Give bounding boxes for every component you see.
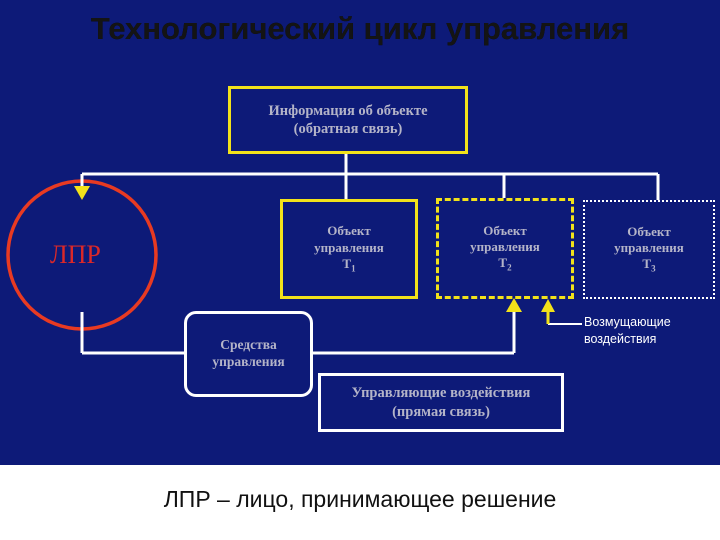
- object2-sub: 2: [507, 262, 512, 273]
- object2-line1: Объект: [483, 222, 527, 238]
- slide-background: Технологический цикл управления Информац…: [0, 0, 720, 465]
- tools-box: Средства управления: [184, 311, 313, 397]
- object1-label: T: [342, 255, 352, 271]
- disturbance-line2: воздействия: [584, 332, 657, 346]
- disturbance-line1: Возмущающие: [584, 315, 671, 329]
- object1-line2: управления: [314, 239, 384, 255]
- object2-label: T: [498, 255, 508, 271]
- footer-caption: ЛПР – лицо, принимающее решение: [163, 486, 557, 512]
- info-box-line1: Информация об объекте: [268, 102, 428, 119]
- disturbance-label: Возмущающие воздействия: [584, 314, 671, 348]
- disturbance-arrow-head: [541, 299, 555, 312]
- object-box-t1: Объект управления T1: [280, 199, 418, 299]
- control-box: Управляющие воздействия (прямая связь): [318, 373, 564, 432]
- object3-line1: Объект: [627, 223, 671, 239]
- control-arrow-head: [506, 298, 522, 312]
- info-box-line2: (обратная связь): [293, 121, 403, 137]
- slide-title: Технологический цикл управления: [90, 11, 630, 46]
- control-line2: (прямая связь): [392, 403, 490, 420]
- info-box: Информация об объекте (обратная связь): [228, 86, 468, 154]
- object-box-t2: Объект управления T2: [436, 198, 574, 299]
- object-box-t3: Объект управления T3: [583, 200, 715, 299]
- object3-line2: управления: [614, 240, 684, 256]
- feedback-arrow-head: [74, 186, 90, 200]
- control-line1: Управляющие воздействия: [351, 385, 531, 402]
- lpr-label: ЛПР: [50, 240, 101, 269]
- tools-line1: Средства: [220, 337, 277, 353]
- tools-line2: управления: [212, 354, 285, 369]
- object3-label: T: [642, 256, 652, 272]
- object3-sub: 3: [651, 263, 656, 274]
- object1-sub: 1: [351, 263, 356, 274]
- object1-line1: Объект: [327, 223, 371, 239]
- object2-line2: управления: [470, 239, 540, 255]
